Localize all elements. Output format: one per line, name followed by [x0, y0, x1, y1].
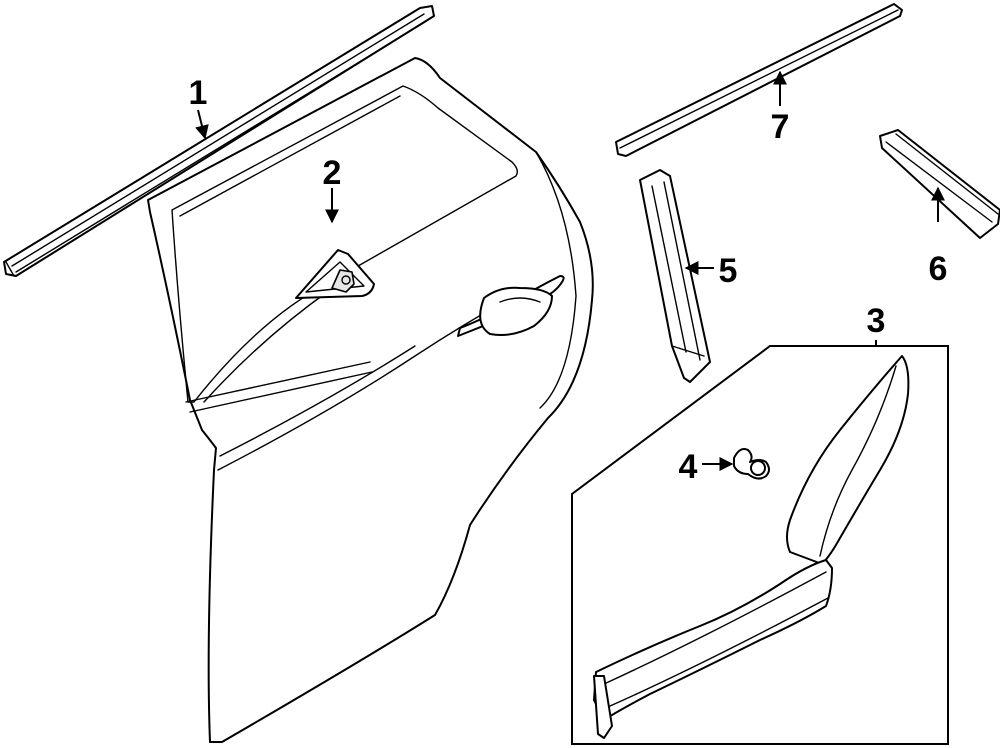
belt-molding-part[interactable] [3, 5, 435, 277]
callout-1: 1 [189, 74, 208, 112]
callout-2: 2 [323, 154, 342, 192]
callout-3: 3 [867, 302, 886, 340]
upper-molding-part[interactable] [615, 3, 903, 157]
callout-5: 5 [719, 252, 738, 290]
callout-4: 4 [679, 448, 698, 486]
door-molding-part[interactable] [593, 355, 910, 739]
small-trim-part[interactable] [879, 129, 1000, 239]
corner-trim-part[interactable] [295, 249, 375, 299]
callout-labels: 1 2 3 4 5 6 7 [189, 74, 948, 486]
clip-part[interactable] [733, 448, 770, 480]
leader-lines [195, 70, 945, 471]
callout-7: 7 [771, 108, 790, 146]
pillar-applique-part[interactable] [639, 169, 711, 383]
molding-assembly-box [571, 340, 949, 745]
rear-door-shell [147, 57, 594, 743]
callout-6: 6 [929, 250, 948, 288]
door-handle [457, 275, 565, 337]
